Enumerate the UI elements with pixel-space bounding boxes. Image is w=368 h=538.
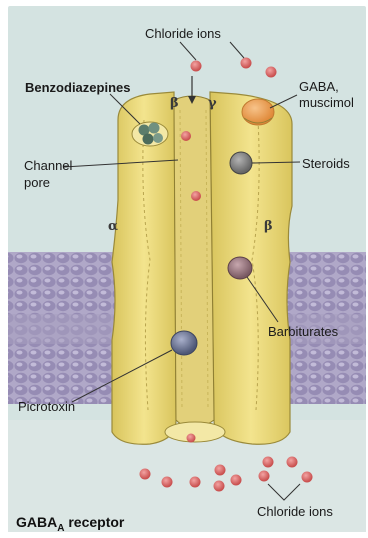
label-beta-subunit-top: β <box>170 96 179 111</box>
label-alpha-subunit: α <box>108 219 118 234</box>
chloride-ion <box>162 477 173 488</box>
chloride-ion <box>302 472 313 483</box>
barbiturate-molecule <box>228 257 252 279</box>
chloride-ion <box>181 131 191 141</box>
label-gaba-line2: muscimol <box>299 95 354 110</box>
label-benzodiazepines: Benzodiazepines <box>25 80 130 95</box>
chloride-ion <box>231 475 242 486</box>
title-subscript: A <box>57 523 64 534</box>
gaba-molecule <box>242 99 274 125</box>
label-steroids: Steroids <box>302 156 350 171</box>
chloride-ion <box>259 471 270 482</box>
label-channel-line2: pore <box>24 175 50 190</box>
chloride-ion <box>263 457 274 468</box>
benzodiazepine-molecules <box>132 122 168 146</box>
picrotoxin-molecule <box>171 331 197 355</box>
label-picrotoxin: Picrotoxin <box>18 399 75 414</box>
chloride-ion <box>191 61 202 72</box>
chloride-ion <box>190 477 201 488</box>
label-barbiturates: Barbiturates <box>268 324 339 339</box>
chloride-ion <box>287 457 298 468</box>
label-gaba-line1: GABA, <box>299 79 339 94</box>
label-gamma-subunit-top: γ <box>208 96 217 111</box>
channel-pore <box>174 96 214 428</box>
chloride-ion <box>215 465 226 476</box>
label-beta-subunit-right: β <box>264 219 273 234</box>
title-rest: receptor <box>64 514 124 530</box>
chloride-ion <box>214 481 225 492</box>
label-channel-line1: Channel <box>24 158 73 173</box>
label-chloride-top: Chloride ions <box>145 26 221 41</box>
chloride-ion <box>241 58 252 69</box>
chloride-ion <box>266 67 277 78</box>
chloride-ion <box>140 469 151 480</box>
steroid-molecule <box>230 152 252 174</box>
title-main: GABA <box>16 514 57 530</box>
chloride-ion <box>191 191 201 201</box>
chloride-ion <box>187 434 196 443</box>
label-chloride-bottom: Chloride ions <box>257 504 333 519</box>
